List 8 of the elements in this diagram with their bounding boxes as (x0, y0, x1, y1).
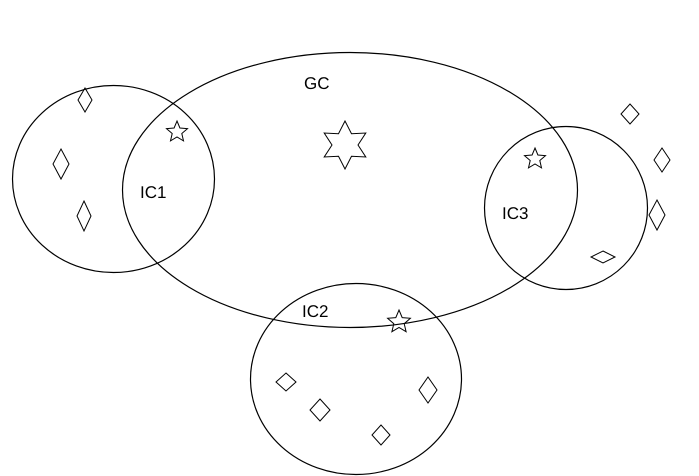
ellipse-region (122, 52, 578, 328)
ellipse-region (250, 283, 462, 475)
region-label: IC1 (140, 184, 166, 201)
region-label: GC (304, 75, 330, 92)
ellipse-region (12, 85, 215, 273)
region-label: IC3 (502, 205, 528, 222)
ellipse-region (484, 126, 648, 290)
region-label: IC2 (302, 303, 328, 320)
